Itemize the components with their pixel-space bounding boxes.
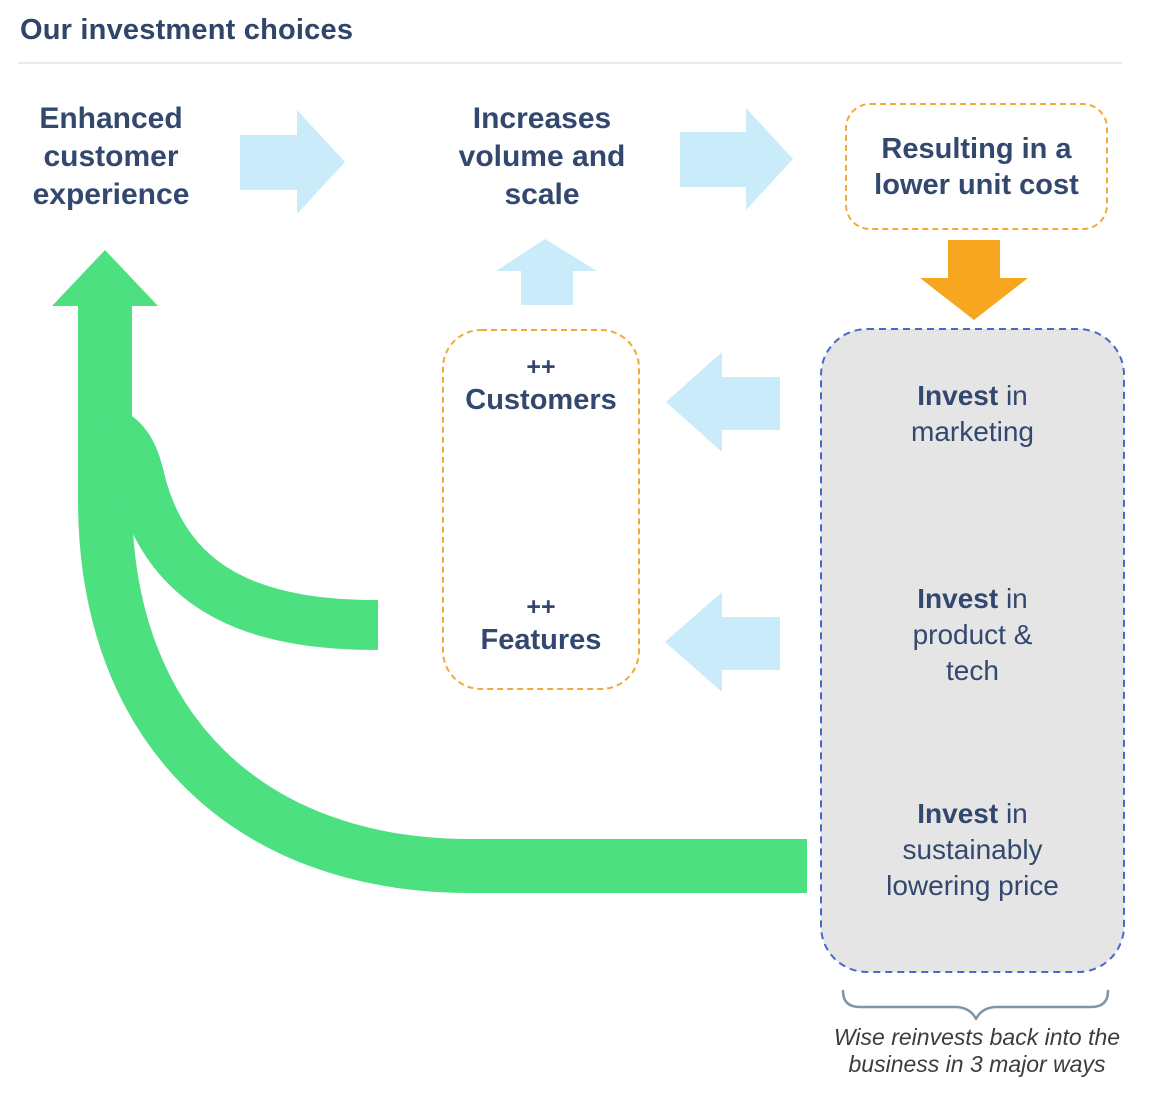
invest-box [820, 328, 1125, 973]
plus-plus-customers: ++ [526, 353, 556, 381]
lower-unit-cost-box-border [845, 103, 1108, 230]
node-customers: ++ Customers [443, 352, 639, 418]
customers-features-box-border [442, 329, 640, 690]
invest-item-marketing: Invest in marketing [885, 378, 1060, 450]
node-increases-volume-scale: Increases volume and scale [458, 102, 626, 211]
arrow-left-marketing-to-customers-icon [666, 352, 780, 452]
node-features: ++ Features [443, 592, 639, 658]
invest-item-product-bold: Invest [917, 583, 999, 614]
green-feedback-arrow-outer [78, 305, 807, 893]
page-title: Our investment choices [20, 14, 354, 46]
plus-plus-features: ++ [526, 593, 556, 621]
invest-item-product-rest: in product & tech [912, 583, 1033, 686]
brace-under-invest-box [841, 989, 1110, 1021]
arrow-up-customers-to-increases-icon [496, 239, 597, 305]
invest-item-sustainably-rest: in sustainably lowering price [886, 798, 1059, 901]
invest-item-sustainably-bold: Invest [917, 798, 999, 829]
title-divider [18, 62, 1122, 64]
invest-item-marketing-bold: Invest [917, 380, 999, 411]
green-arrowhead-up-icon [52, 250, 158, 306]
customers-label: Customers [465, 384, 617, 416]
arrow-left-product-to-features-icon [665, 592, 780, 692]
invest-item-sustainably-lowering-price: Invest in sustainably lowering price [885, 796, 1060, 904]
arrow-right-increases-to-lowercost-icon [680, 108, 793, 210]
node-enhanced-customer-experience: Enhanced customer experience [32, 102, 190, 211]
arrow-down-orange-icon [920, 240, 1028, 320]
lower-unit-cost-label: Resulting in a lower unit cost [874, 132, 1079, 201]
features-label: Features [480, 624, 602, 656]
invest-item-product-tech: Invest in product & tech [885, 581, 1060, 689]
invest-item-marketing-rest: in marketing [911, 380, 1034, 447]
reinvest-caption: Wise reinvests back into the business in… [833, 1024, 1121, 1077]
arrow-right-enhanced-to-increases-icon [240, 110, 345, 214]
green-feedback-arrow-inner [95, 406, 379, 650]
node-lower-unit-cost: Resulting in a lower unit cost [846, 104, 1107, 229]
